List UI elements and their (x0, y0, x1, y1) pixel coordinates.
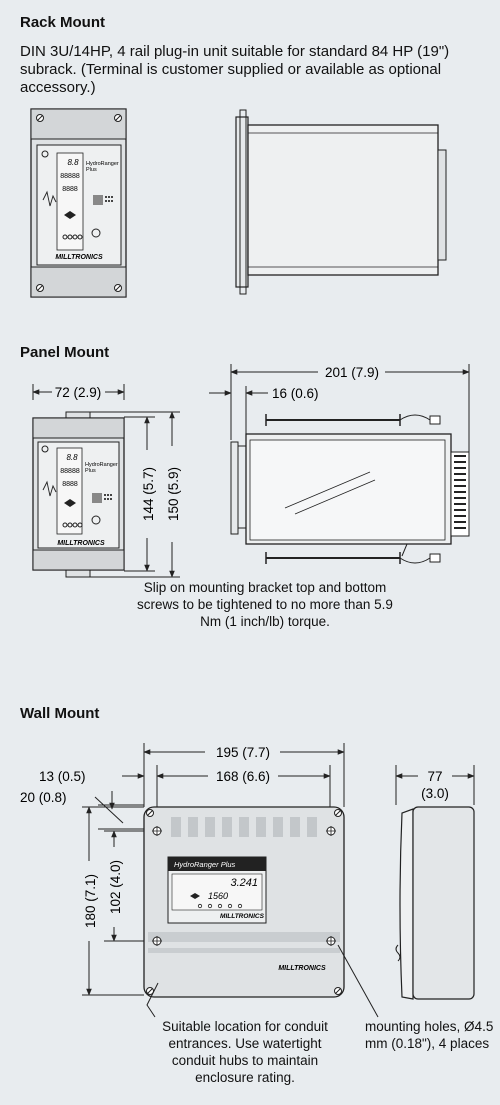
panel-mount-note: Slip on mounting bracket top and bottom … (137, 580, 393, 629)
wall-front-view: HydroRanger Plus 3.241 1560 MILLTRONICS … (143, 806, 379, 1018)
rack-front-view: 8.8 88888 8888 HydroRanger Plus MILLTRON… (30, 108, 127, 298)
brand-logo-text: MILLTRONICS (57, 540, 105, 547)
display-digits-low: 8888 (62, 481, 78, 488)
display-digits-mid: 88888 (60, 173, 80, 180)
brand-logo-text: MILLTRONICS (55, 254, 103, 261)
screw-icon (146, 809, 154, 817)
rack-mount-heading: Rack Mount (20, 14, 106, 31)
wall-width-dimension: 195 (7.7) (216, 745, 270, 760)
product-name-line1: HydroRanger (85, 462, 118, 468)
wall-top-offset-dimension: 20 (0.8) (20, 790, 67, 805)
wall-left-offset-dimension: 13 (0.5) (39, 769, 86, 784)
screw-icon (334, 809, 342, 817)
wall-side-view (395, 806, 475, 1000)
terminal-block-icon (450, 451, 470, 537)
mounting-hole-icon (326, 826, 336, 836)
panel-mount-drawings: 72 (2.9) 8.8 88888 8888 HydroRanger Plus… (32, 364, 470, 578)
product-name-line1: HydroRanger (86, 161, 119, 167)
panel-height-inner-dimension: 144 (5.7) (141, 467, 156, 521)
rack-side-view (235, 109, 447, 295)
wall-depth-dimension: 77 (427, 769, 442, 784)
display-digits-top: 8.8 (67, 158, 79, 167)
display-digits-top: 8.8 (66, 453, 78, 462)
panel-front-view: 8.8 88888 8888 HydroRanger Plus MILLTRON… (32, 411, 125, 578)
mounting-hole-icon (326, 936, 336, 946)
screw-icon (36, 284, 44, 292)
screw-icon (114, 114, 122, 122)
brand-logo-text: MILLTRONICS (220, 913, 265, 920)
display-digits-low: 8888 (62, 186, 78, 193)
rack-mount-description: DIN 3U/14HP, 4 rail plug-in unit suitabl… (20, 43, 450, 96)
panel-mount-heading: Panel Mount (20, 344, 110, 361)
display-main-reading: 3.241 (230, 877, 258, 889)
screw-icon (334, 987, 342, 995)
panel-depth-dimension: 201 (7.9) (325, 365, 379, 380)
product-name-line2: Plus (85, 468, 96, 474)
rack-mount-drawings: 8.8 88888 8888 HydroRanger Plus MILLTRON… (30, 108, 447, 298)
wall-mount-drawings: 195 (7.7) 168 (6.6) 13 (0.5) 20 (0.8) 18… (20, 743, 475, 1018)
mounting-hole-icon (152, 936, 162, 946)
screw-icon (36, 114, 44, 122)
product-name-banner: HydroRanger Plus (174, 860, 236, 869)
wall-height-dimension: 180 (7.1) (83, 874, 98, 928)
wall-depth-dimension-inches: (3.0) (421, 786, 449, 801)
wall-hole-span-dimension: 168 (6.6) (216, 769, 270, 784)
screw-icon (114, 284, 122, 292)
panel-flange-dimension: 16 (0.6) (272, 386, 319, 401)
panel-side-view (230, 414, 470, 564)
panel-height-outer-dimension: 150 (5.9) (166, 467, 181, 521)
panel-width-dimension: 72 (2.9) (55, 385, 102, 400)
wall-hole-vspan-dimension: 102 (4.0) (108, 860, 123, 914)
conduit-note: Suitable location for conduit entrances.… (162, 1019, 328, 1085)
brand-logo-text: MILLTRONICS (278, 965, 326, 972)
product-name-line2: Plus (86, 167, 97, 173)
display-digits-mid: 88888 (60, 468, 80, 475)
mounting-holes-note: mounting holes, Ø4.5 mm (0.18"), 4 place… (365, 1019, 494, 1051)
mounting-hole-icon (152, 826, 162, 836)
display-sub-reading: 1560 (208, 891, 228, 901)
wall-mount-heading: Wall Mount (20, 705, 100, 722)
